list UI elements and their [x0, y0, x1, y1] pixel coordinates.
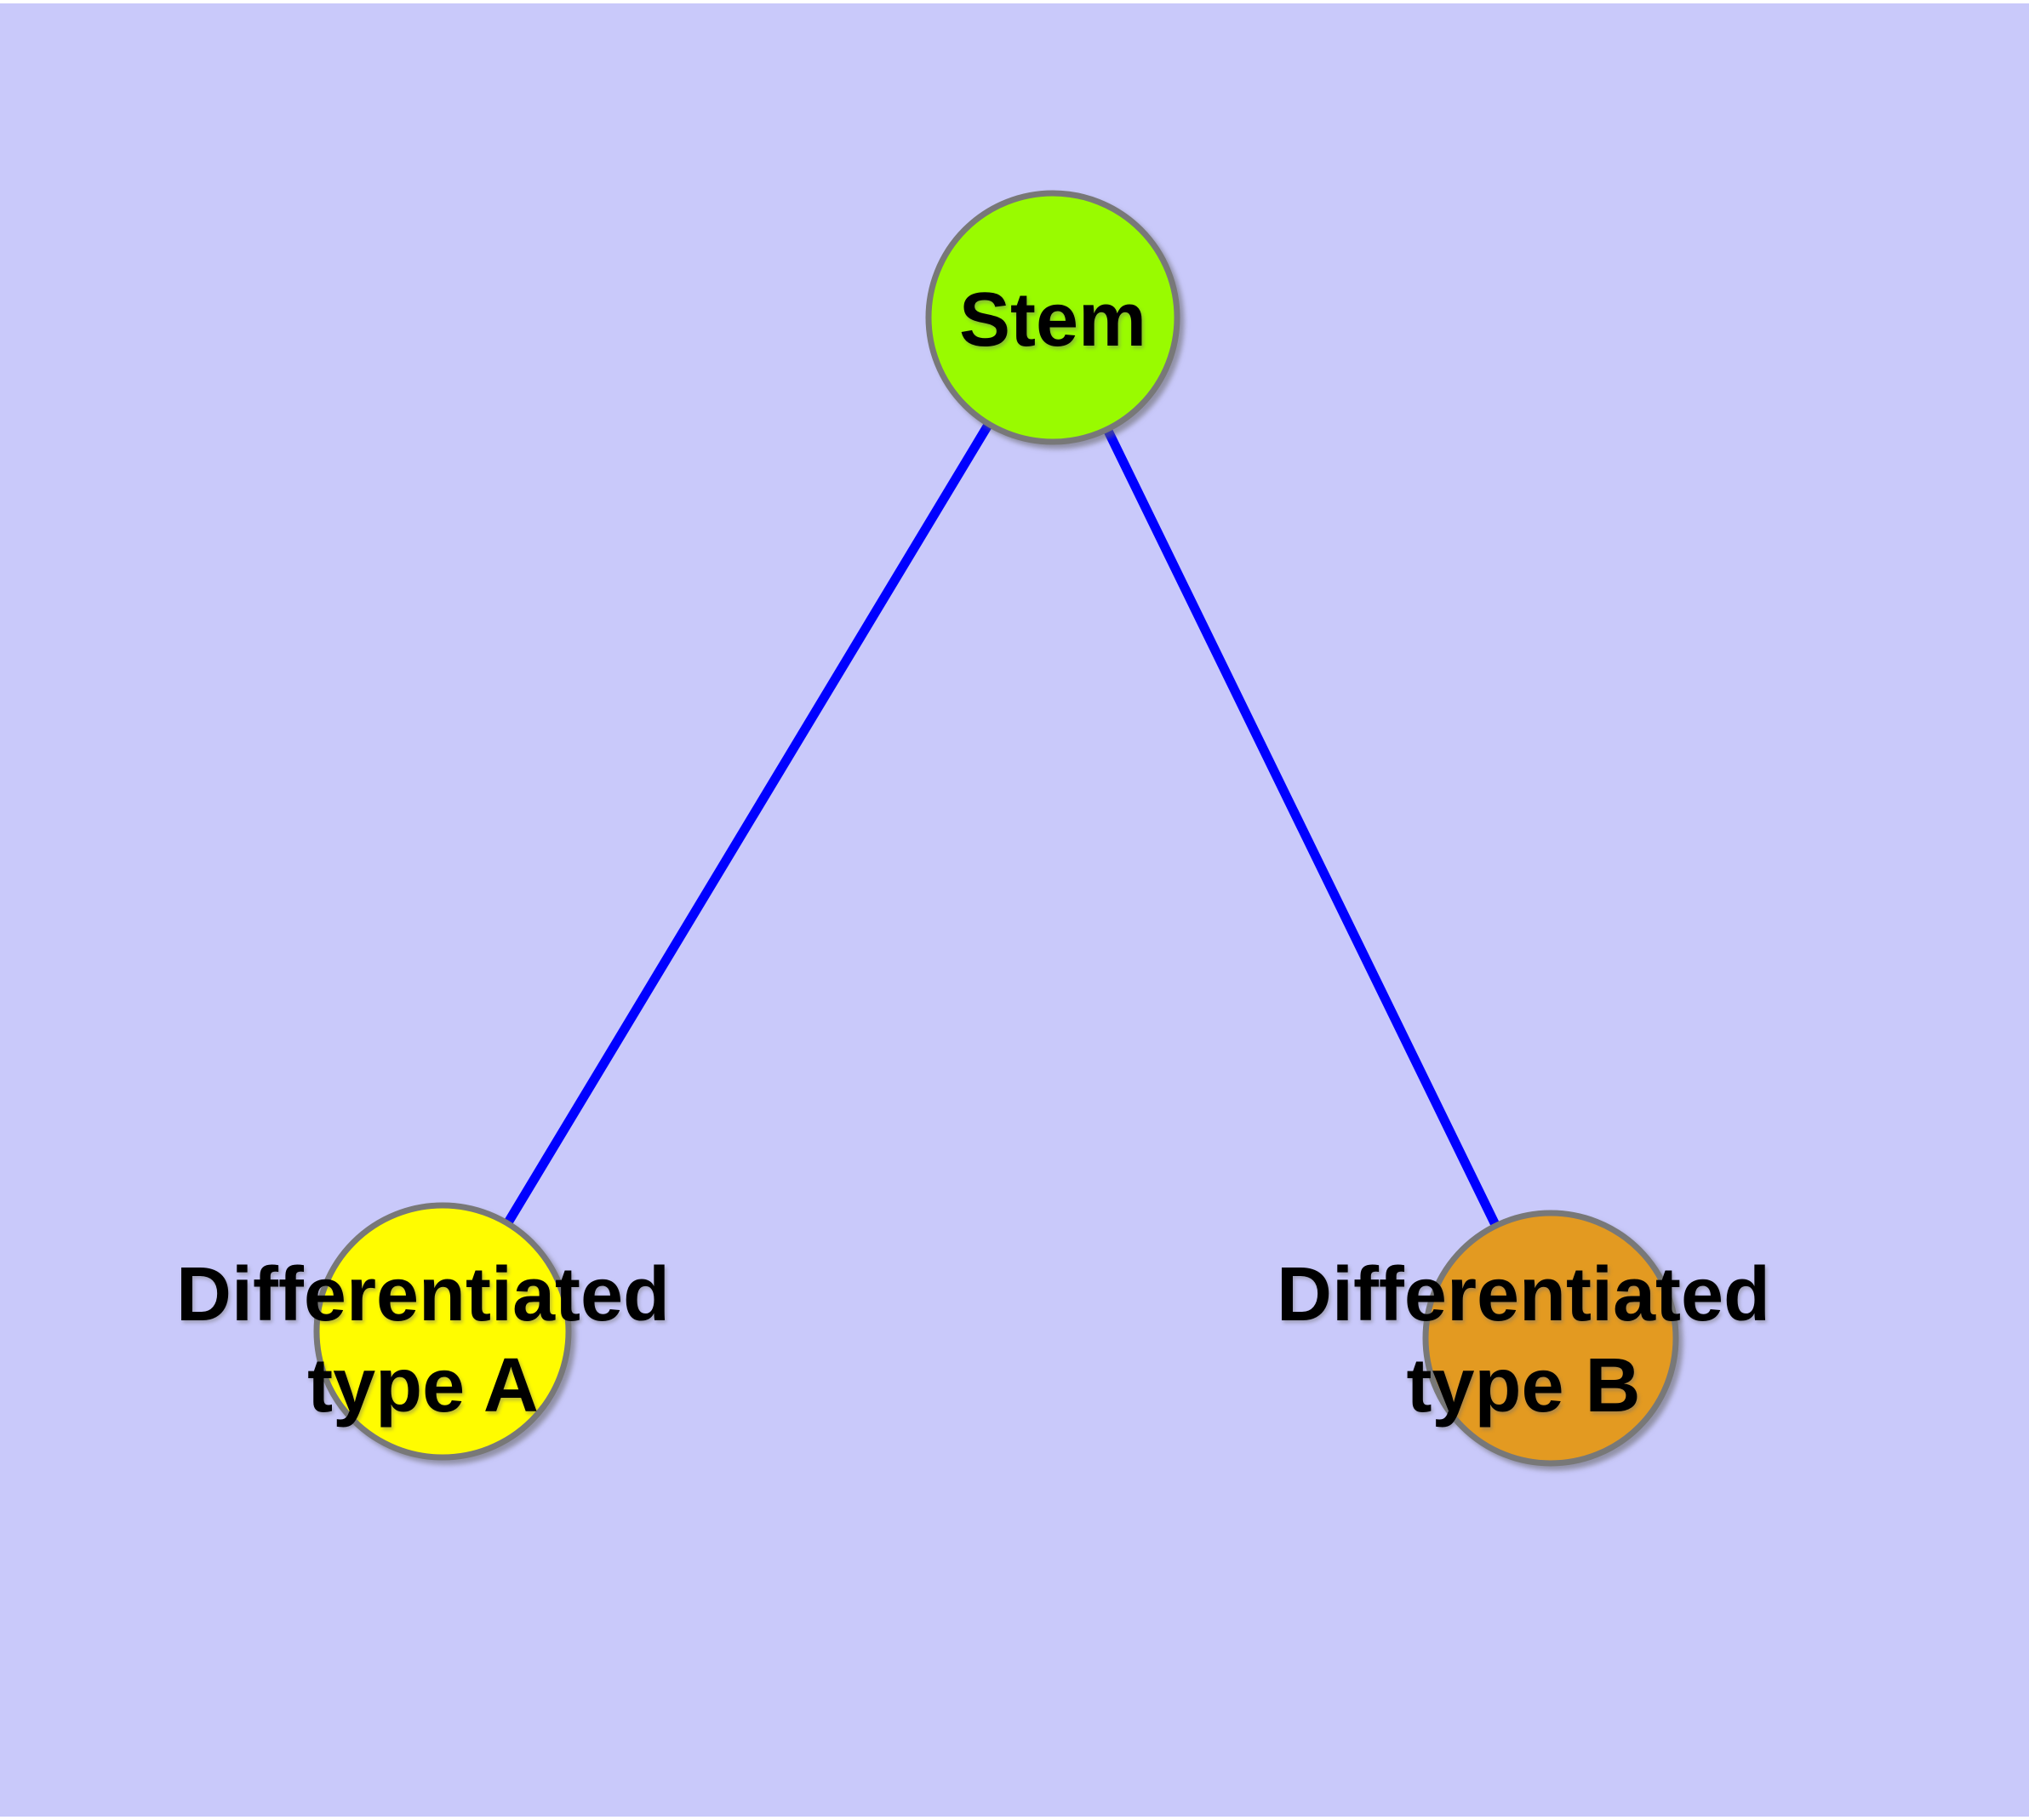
edge-stem-to-type-b — [1049, 315, 1555, 1341]
stem-node-circle — [925, 190, 1180, 445]
type-a-node-label-line2: type A — [307, 1343, 539, 1428]
edge-stem-to-type-a — [438, 315, 1057, 1334]
stem-node-label: Stem — [959, 278, 1146, 363]
type-b-node-label-line2: type B — [1406, 1343, 1640, 1428]
type-b-node-label-line1: Differentiated — [1277, 1252, 1770, 1337]
type-a-node-circle — [313, 1202, 572, 1461]
type-b-node-circle — [1422, 1210, 1679, 1467]
type-a-node-label-line1: Differentiated — [176, 1252, 670, 1337]
